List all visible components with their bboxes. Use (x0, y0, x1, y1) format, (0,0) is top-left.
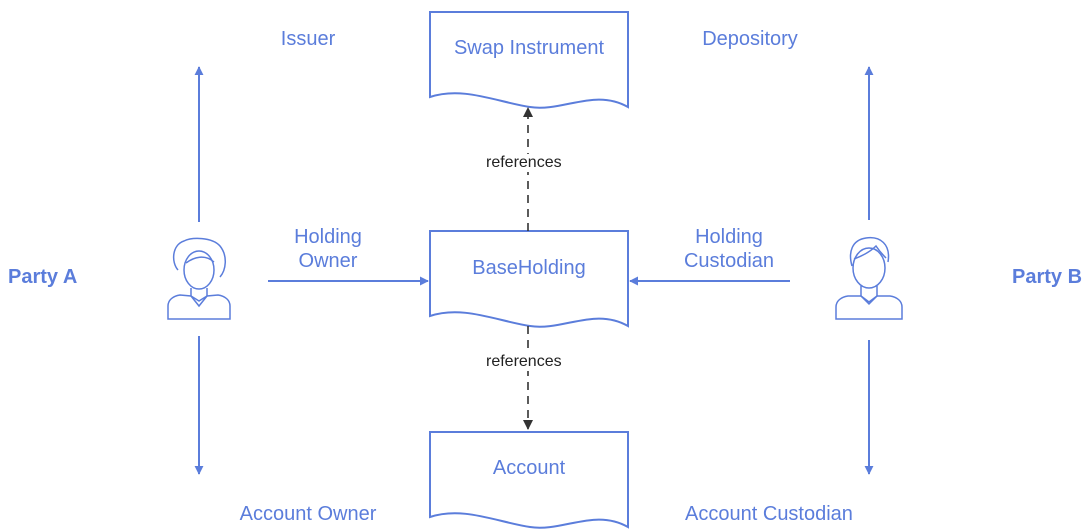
party-a-label: Party A (8, 266, 78, 288)
baseholding-title: BaseHolding (472, 257, 586, 279)
male-user-icon (835, 236, 903, 320)
party-b-label: Party B (1012, 266, 1083, 288)
issuer-label: Issuer (280, 28, 336, 50)
references-upper-label: references (484, 154, 564, 172)
document-account[interactable] (429, 431, 629, 529)
holding-custodian-label-line1: Holding (695, 226, 763, 248)
holding-custodian-label-line2: Custodian (683, 250, 775, 272)
swap-instrument-title: Swap Instrument (453, 37, 605, 59)
female-user-icon (167, 237, 231, 320)
account-custodian-label: Account Custodian (685, 503, 853, 525)
document-baseholding[interactable] (429, 230, 629, 328)
depository-label: Depository (702, 28, 798, 50)
holding-owner-label-line2: Owner (298, 250, 358, 272)
account-owner-label: Account Owner (239, 503, 377, 525)
references-lower-label: references (484, 353, 564, 371)
account-title: Account (492, 457, 566, 479)
holding-owner-label-line1: Holding (294, 226, 362, 248)
